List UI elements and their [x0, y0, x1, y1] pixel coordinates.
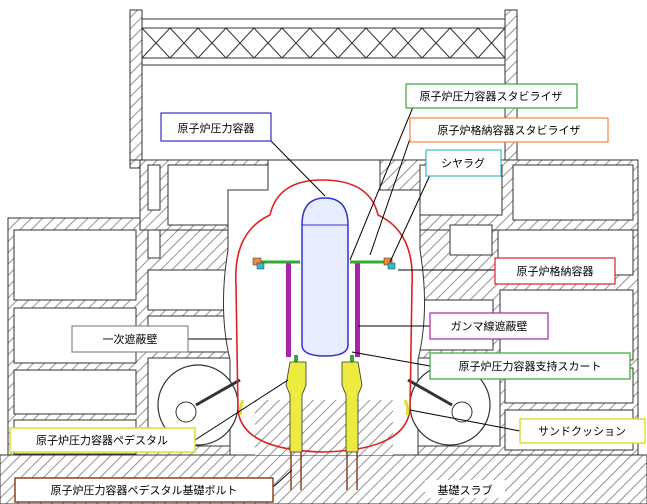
shear-lug-right — [387, 262, 396, 270]
svg-text:原子炉格納容器: 原子炉格納容器 — [517, 264, 594, 278]
svg-text:原子炉圧力容器ペデスタル: 原子炉圧力容器ペデスタル — [36, 433, 168, 447]
label-gamma-shield-wall: ガンマ線遮蔽壁 — [429, 312, 549, 340]
label-pcv-stabilizer: 原子炉格納容器スタビライザ — [409, 117, 609, 143]
label-foundation-slab: 基礎スラブ — [425, 480, 505, 498]
svg-text:原子炉圧力容器ペデスタル基礎ボルト: 原子炉圧力容器ペデスタル基礎ボルト — [51, 483, 238, 497]
label-primary-shield-wall: 一次遮蔽壁 — [71, 325, 189, 353]
sand-cushion-left — [238, 399, 245, 416]
label-pedestal-anchor-bolt: 原子炉圧力容器ペデスタル基礎ボルト — [14, 477, 274, 503]
label-rpv-stabilizer: 原子炉圧力容器スタビライザ — [405, 83, 578, 109]
rpv-vessel — [301, 197, 349, 357]
label-rpv-support-skirt: 原子炉圧力容器支持スカート — [429, 352, 631, 380]
svg-text:原子炉圧力容器スタビライザ: 原子炉圧力容器スタビライザ — [420, 89, 563, 103]
svg-text:ガンマ線遮蔽壁: ガンマ線遮蔽壁 — [451, 319, 528, 333]
pcv-outline — [235, 179, 413, 453]
svg-text:原子炉圧力容器: 原子炉圧力容器 — [178, 121, 255, 135]
gamma-wall-right — [355, 262, 360, 357]
label-sand-cushion: サンドクッション — [519, 418, 646, 444]
svg-text:サンドクッション: サンドクッション — [538, 425, 626, 438]
svg-text:基礎スラブ: 基礎スラブ — [438, 483, 493, 497]
svg-text:一次遮蔽壁: 一次遮蔽壁 — [103, 332, 158, 346]
label-shear-lug: シヤラグ — [425, 149, 502, 177]
pedestal-right — [341, 361, 363, 453]
svg-text:原子炉格納容器スタビライザ: 原子炉格納容器スタビライザ — [438, 123, 581, 137]
label-pcv: 原子炉格納容器 — [494, 257, 616, 285]
pedestal-left — [285, 361, 307, 453]
skirt-right — [350, 355, 354, 365]
label-rpv-pedestal: 原子炉圧力容器ペデスタル — [9, 427, 196, 453]
sand-cushion-right — [403, 399, 410, 416]
skirt-left — [294, 355, 298, 365]
leader-lines — [188, 106, 521, 489]
shear-lug-left — [256, 262, 265, 270]
svg-text:原子炉圧力容器支持スカート: 原子炉圧力容器支持スカート — [459, 359, 602, 373]
pump-right — [407, 364, 491, 446]
gamma-wall-left — [286, 262, 291, 357]
label-rpv: 原子炉圧力容器 — [160, 112, 272, 142]
svg-text:シヤラグ: シヤラグ — [441, 156, 485, 170]
anchor-bolts — [290, 452, 358, 490]
